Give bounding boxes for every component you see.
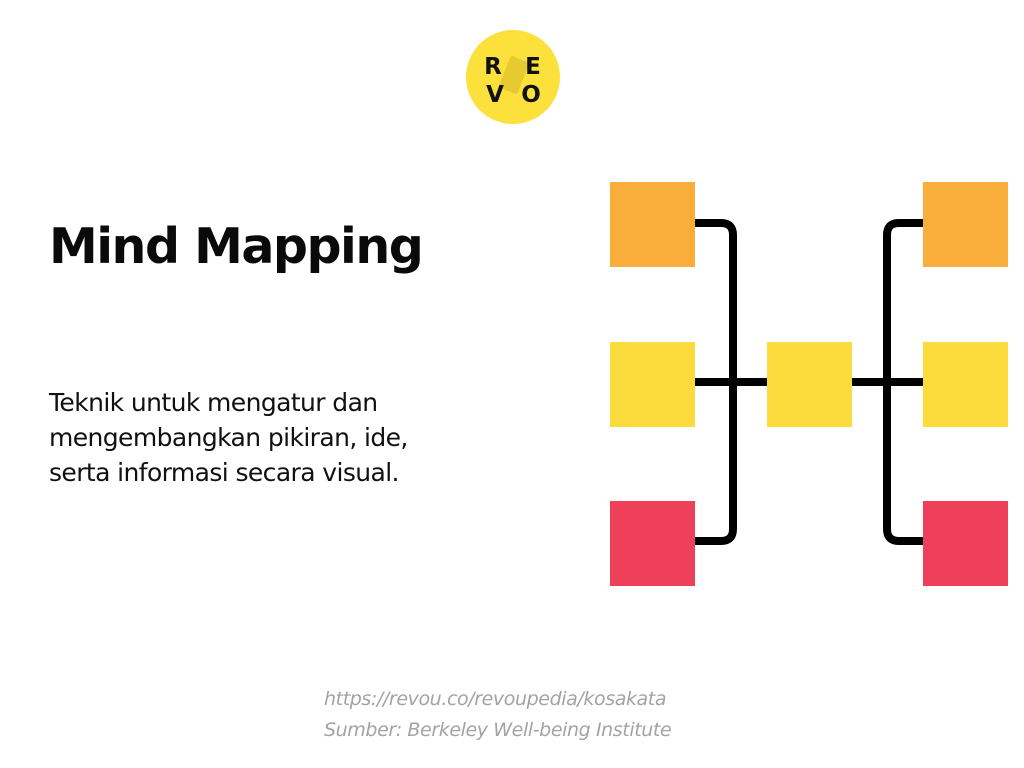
connectors <box>695 219 925 545</box>
mind-map-diagram <box>605 176 1015 591</box>
source-url: https://revou.co/revoupedia/kosakata <box>324 688 667 710</box>
description-line: mengembangkan pikiran, ide, <box>49 423 408 452</box>
node-center <box>767 342 852 427</box>
node-left-middle <box>610 342 695 427</box>
page-title: Mind Mapping <box>49 218 424 275</box>
node-right-middle <box>923 342 1008 427</box>
description: Teknik untuk mengatur dan mengembangkan … <box>49 385 469 490</box>
footer: https://revou.co/revoupedia/kosakata Sum… <box>324 684 672 746</box>
logo-letter-r: R <box>484 54 502 80</box>
revo-logo-mark: R E V O <box>466 30 560 124</box>
node-right-top <box>923 182 1008 267</box>
node-left-top <box>610 182 695 267</box>
description-line: Teknik untuk mengatur dan <box>49 388 378 417</box>
logo-letter-o: O <box>521 82 541 108</box>
mind-map-svg <box>610 182 1008 586</box>
logo-letter-e: E <box>525 54 541 80</box>
logo-letter-v: V <box>486 82 504 108</box>
revo-logo: R E V O <box>466 30 560 124</box>
node-left-bottom <box>610 501 695 586</box>
source-credit: Sumber: Berkeley Well-being Institute <box>324 719 672 741</box>
description-line: serta informasi secara visual. <box>49 458 400 487</box>
node-right-bottom <box>923 501 1008 586</box>
